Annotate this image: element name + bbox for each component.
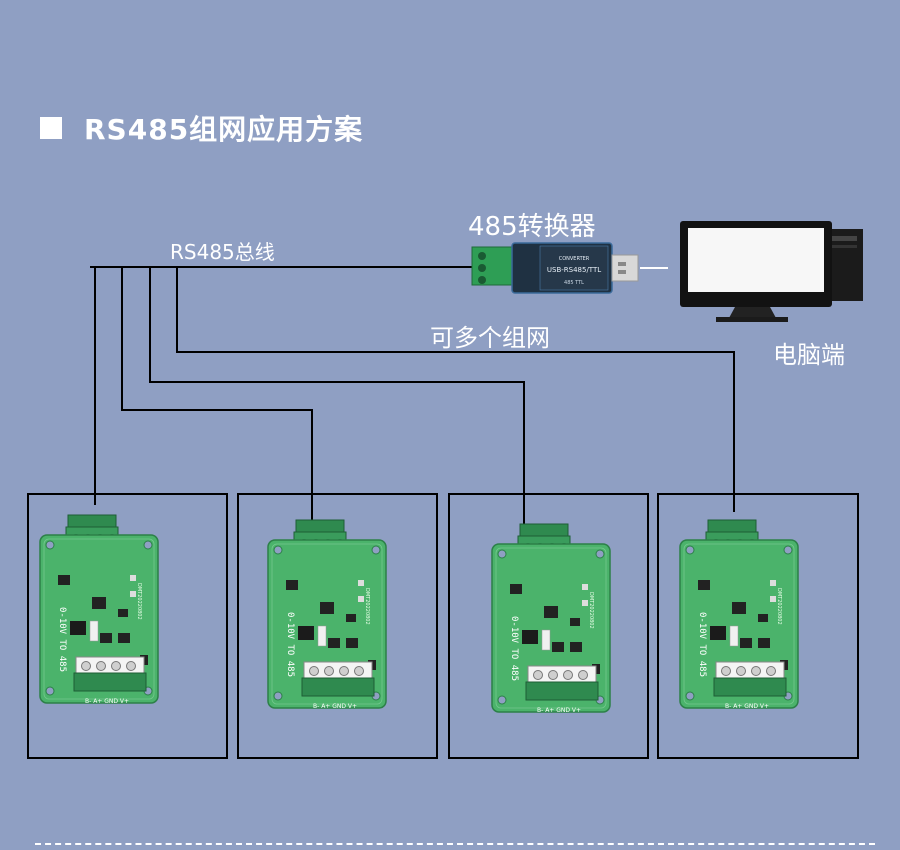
io-module-board-3: 0-10V TO 485 B- A+ GND V+ DMT20220802: [491, 523, 611, 714]
multi-network-label: 可多个组网: [430, 324, 550, 352]
module-frame-2: [237, 493, 438, 759]
converter-label: 485转换器: [468, 212, 596, 242]
converter-main-text: USB-RS485/TTL: [547, 266, 601, 274]
bus-label: RS485总线: [170, 240, 275, 264]
drop-line: [176, 267, 735, 512]
board-serial: DMT20220802: [364, 588, 370, 625]
board-pin-labels: B- A+ GND V+: [313, 703, 357, 710]
heading-text: RS485组网应用方案: [84, 113, 364, 146]
module-frame-1: [27, 493, 228, 759]
board-pin-labels: B- A+ GND V+: [537, 707, 581, 714]
board-pin-labels: B- A+ GND V+: [85, 698, 129, 705]
io-module-board-4: 0-10V TO 485 B- A+ GND V+ DMT20220802: [679, 519, 799, 710]
board-text: 0-10V TO 485: [509, 616, 519, 681]
board-text: 0-10V TO 485: [285, 612, 295, 677]
heading-bullet-icon: [40, 117, 62, 139]
io-module-board-1: 0-10V TO 485 B- A+ GND V+ DMT20220802: [39, 514, 159, 705]
pc-label: 电脑端: [773, 341, 845, 369]
board-serial: DMT20220802: [588, 592, 594, 629]
module-frame-3: [448, 493, 649, 759]
drop-line: [149, 267, 525, 527]
io-module-board-2: 0-10V TO 485 B- A+ GND V+ DMT20220802: [267, 519, 387, 710]
usb-rs485-converter: USB-RS485/TTL CONVERTER 485 TTL: [471, 242, 639, 294]
board-serial: DMT20220802: [136, 583, 142, 620]
dashed-divider: [35, 843, 875, 845]
module-frame-4: [657, 493, 859, 759]
heading: RS485组网应用方案: [40, 108, 363, 148]
converter-sub-text: CONVERTER: [559, 256, 590, 262]
board-serial: DMT20220802: [776, 588, 782, 625]
drop-line: [121, 267, 313, 527]
board-text: 0-10V TO 485: [57, 607, 67, 672]
board-pin-labels: B- A+ GND V+: [725, 703, 769, 710]
computer-icon: [680, 221, 863, 322]
board-text: 0-10V TO 485: [697, 612, 707, 677]
converter-small-text: 485 TTL: [564, 280, 584, 286]
